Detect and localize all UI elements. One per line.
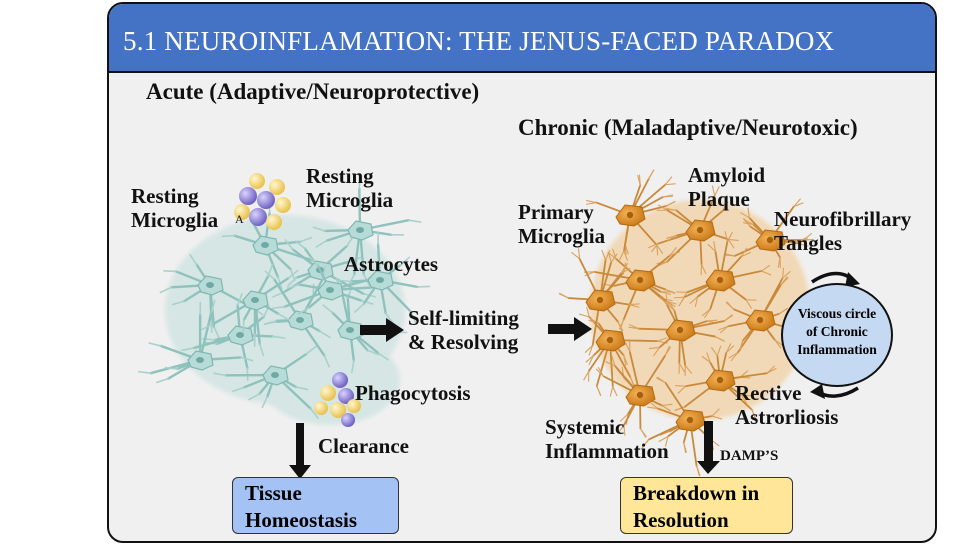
damps-label: DAMP’S <box>720 448 779 464</box>
resting-microglia-label-2: Resting Microglia <box>306 164 394 213</box>
resting-microglia-cluster <box>234 173 291 230</box>
clearance-label: Clearance <box>318 434 409 458</box>
arrow-acute-to-transition <box>360 318 404 342</box>
astrocytes-label: Astrocytes <box>344 252 439 276</box>
title-banner: 5.1 NEUROINFLAMATION: THE JENUS-FACED PA… <box>109 4 935 73</box>
viscous-cycle-circle <box>781 283 893 387</box>
reactive-astrogliosis-label: Rective Astrorliosis <box>735 381 839 430</box>
arrow-damps-down <box>697 421 720 474</box>
stray-glyph: A <box>235 212 244 226</box>
phagocytosis-label: Phagocytosis <box>355 381 471 405</box>
tissue-homeostasis-box: Tissue Homeostasis <box>232 477 399 534</box>
amyloid-plaque-label: Amyloid Plaque <box>688 163 766 212</box>
cycle-arrows <box>810 271 860 399</box>
resting-microglia-label-1: Resting Microglia <box>131 184 219 233</box>
arrow-transition-to-chronic <box>548 317 592 341</box>
neurofibrillary-tangles-label: Neurofibrillary Tangles <box>774 207 912 256</box>
astrocyte-network <box>138 176 431 425</box>
viscous-cycle-label: Viscous circle of Chronic Inflammation <box>797 306 877 358</box>
systemic-inflammation-label: Systemic Inflammation <box>545 415 669 464</box>
neuron-network <box>558 169 815 477</box>
acute-heading: Acute (Adaptive/Neuroprotective) <box>146 79 480 104</box>
phagocytosis-microglia-cluster <box>314 372 361 427</box>
slide-title: 5.1 NEUROINFLAMATION: THE JENUS-FACED PA… <box>123 26 835 56</box>
arrow-clearance-down <box>289 423 311 479</box>
chronic-heading: Chronic (Maladaptive/Neurotoxic) <box>518 115 858 140</box>
primary-microglia-label: Primary Microglia <box>518 200 606 249</box>
self-limiting-label: Self-limiting & Resolving <box>408 306 519 355</box>
breakdown-resolution-box: Breakdown in Resolution <box>620 477 793 534</box>
